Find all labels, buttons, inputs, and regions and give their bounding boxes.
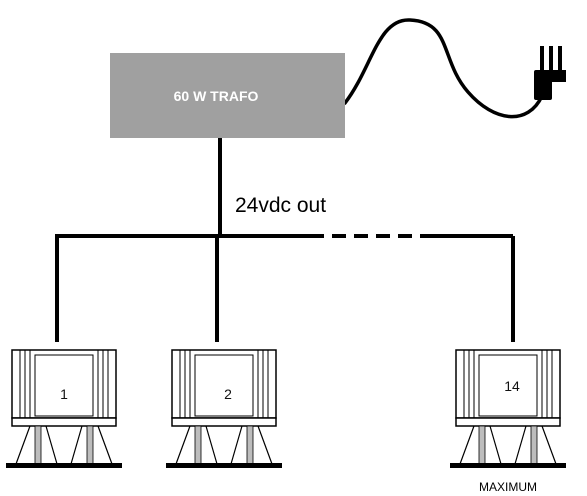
- power-plug-icon: [534, 46, 566, 100]
- power-cord: [343, 18, 544, 119]
- transformer-label: 60 W TRAFO: [174, 88, 259, 104]
- transformer-box: [110, 53, 345, 138]
- unit-number: 14: [504, 378, 520, 394]
- unit-number: 1: [60, 386, 68, 402]
- light-fixture-unit-14: 14: [450, 349, 566, 468]
- light-fixture-unit-1: 1: [6, 349, 122, 468]
- output-label: 24vdc out: [235, 194, 326, 217]
- light-fixture-unit-2: 2: [166, 349, 282, 468]
- unit-number: 2: [224, 386, 232, 402]
- maximum-note: MAXIMUM: [479, 480, 537, 494]
